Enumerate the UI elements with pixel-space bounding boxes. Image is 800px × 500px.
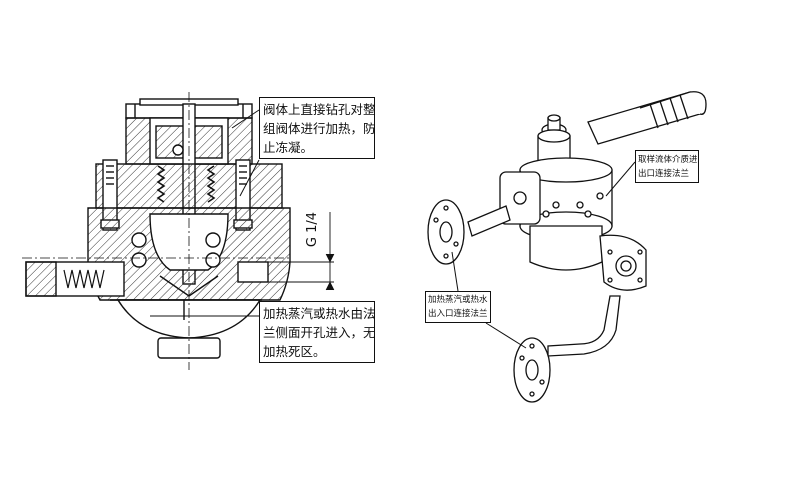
callout-line: 取样流体介质进 — [638, 155, 698, 165]
callout-heating-holes: 阀体上直接钻孔对整 组阀体进行加热，防 止冻凝。 — [259, 97, 376, 159]
thread-dimension-label: G 1/4 — [305, 211, 321, 248]
heating-hole — [131, 232, 147, 248]
callout-line: 组阀体进行加热，防 — [263, 121, 376, 136]
leader-line — [231, 109, 260, 129]
callout-line: 止冻凝。 — [263, 140, 314, 155]
callout-line: 加热蒸汽或热水由法 — [263, 306, 376, 321]
leader-line — [485, 322, 527, 349]
callout-line: 加热蒸汽或热水 — [428, 295, 488, 305]
leader-line — [239, 159, 260, 197]
isometric-view — [427, 91, 707, 403]
heating-hole — [205, 252, 221, 268]
callout-line: 加热死区。 — [263, 344, 326, 359]
right-port — [237, 261, 269, 283]
leader-line — [451, 251, 459, 292]
leader-line — [605, 161, 636, 197]
callout-line: 阀体上直接钻孔对整 — [263, 102, 376, 117]
section-view — [22, 92, 335, 370]
callout-line: 出入口连接法兰 — [428, 309, 488, 319]
heating-hole — [205, 232, 221, 248]
callout-heating-inlet: 加热蒸汽或热水由法 兰侧面开孔进入，无 加热死区。 — [259, 301, 376, 363]
callout-steam-flange: 加热蒸汽或热水 出入口连接法兰 — [425, 291, 491, 323]
callout-line: 出口连接法兰 — [638, 169, 690, 179]
heating-hole — [131, 252, 147, 268]
callout-line: 兰侧面开孔进入，无 — [263, 325, 376, 340]
callout-sample-flange: 取样流体介质进 出口连接法兰 — [635, 150, 699, 183]
